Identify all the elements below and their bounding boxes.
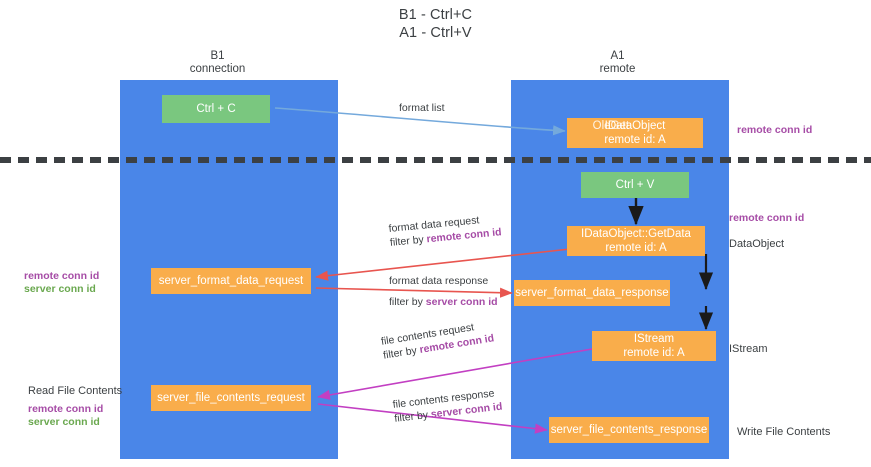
annotation-right-istream: IStream [729, 343, 768, 355]
title-line-2: A1 - Ctrl+V [399, 25, 472, 41]
node-server-file-contents-response-label: server_file_contents_response [550, 424, 708, 436]
annotation-left-remote-conn-id-2: remote conn id [28, 403, 104, 415]
annotation-left-server-conn-id-2: server conn id [28, 416, 100, 428]
section-divider [0, 157, 871, 163]
node-istream-label: IStream [633, 333, 675, 345]
column-header-b1: B1 connection [155, 50, 280, 76]
annotation-left-remote-conn-id: remote conn id [24, 270, 100, 282]
node-ctrl-v-label: Ctrl + V [615, 179, 655, 191]
node-server-file-contents-request-label: server_file_contents_request [157, 392, 305, 404]
filter-prefix-2: filter by [389, 296, 426, 308]
arrow-format-data-request [315, 248, 571, 281]
arrow-format-list [274, 107, 566, 136]
arrow-format-data-response [315, 287, 513, 298]
edge-label-format-data-response-line2: filter by server conn id [389, 295, 498, 309]
edge-label-format-list: format list [399, 102, 445, 114]
node-getdata-sub: remote id: A [605, 242, 667, 254]
node-ole-data-object-label: IDataObject [604, 120, 666, 132]
column-header-a1: A1 remote [555, 50, 680, 76]
node-server-format-data-request-label: server_format_data_request [158, 275, 304, 287]
node-server-file-contents-response[interactable]: server_file_contents_response [549, 417, 709, 443]
annotation-right-remote-conn-id-top: remote conn id [737, 124, 813, 136]
annotation-right-write-file-contents: Write File Contents [737, 426, 831, 438]
filter-key-server-conn-id: server conn id [425, 296, 498, 308]
annotation-left-read-file-contents: Read File Contents [28, 385, 123, 397]
column-header-a1-role: remote [599, 63, 636, 75]
column-header-b1-name: B1 [210, 50, 225, 62]
node-istream-sub: remote id: A [623, 347, 685, 359]
node-getdata-label: IDataObject::GetData [581, 228, 691, 240]
node-ctrl-c-label: Ctrl + C [196, 103, 236, 115]
annotation-left-server-conn-id: server conn id [24, 283, 96, 295]
node-ole-data-object-sub: remote id: A [604, 134, 666, 146]
column-header-a1-name: A1 [610, 50, 625, 62]
annotation-right-remote-conn-id-mid: remote conn id [729, 212, 805, 224]
filter-prefix: filter by [389, 233, 428, 249]
title-line-1: B1 - Ctrl+C [398, 7, 473, 23]
edge-label-format-data-response-line1: format data response [389, 275, 489, 287]
node-ole-data-object[interactable]: OleGet IDataObject remote id: A [567, 118, 703, 148]
arrow-file-contents-response [317, 403, 548, 434]
edge-label-format-data-response: format data response filter by server co… [389, 274, 498, 309]
node-getdata[interactable]: IDataObject::GetData remote id: A [567, 226, 705, 256]
node-server-format-data-response[interactable]: server_format_data_response [514, 280, 670, 306]
arrow-file-contents-request [317, 348, 593, 400]
annotation-right-data-object: DataObject [729, 238, 785, 250]
node-server-file-contents-request[interactable]: server_file_contents_request [151, 385, 311, 411]
node-server-format-data-request[interactable]: server_format_data_request [151, 268, 311, 294]
diagram-title: B1 - Ctrl+C A1 - Ctrl+V [0, 6, 871, 42]
node-server-format-data-response-label: server_format_data_response [515, 287, 669, 299]
column-header-b1-role: connection [189, 63, 246, 75]
node-istream[interactable]: IStream remote id: A [592, 331, 716, 361]
node-ctrl-v[interactable]: Ctrl + V [581, 172, 689, 198]
node-ctrl-c[interactable]: Ctrl + C [162, 95, 270, 123]
node-ole-data-object-overlay: OleGet [592, 120, 630, 132]
